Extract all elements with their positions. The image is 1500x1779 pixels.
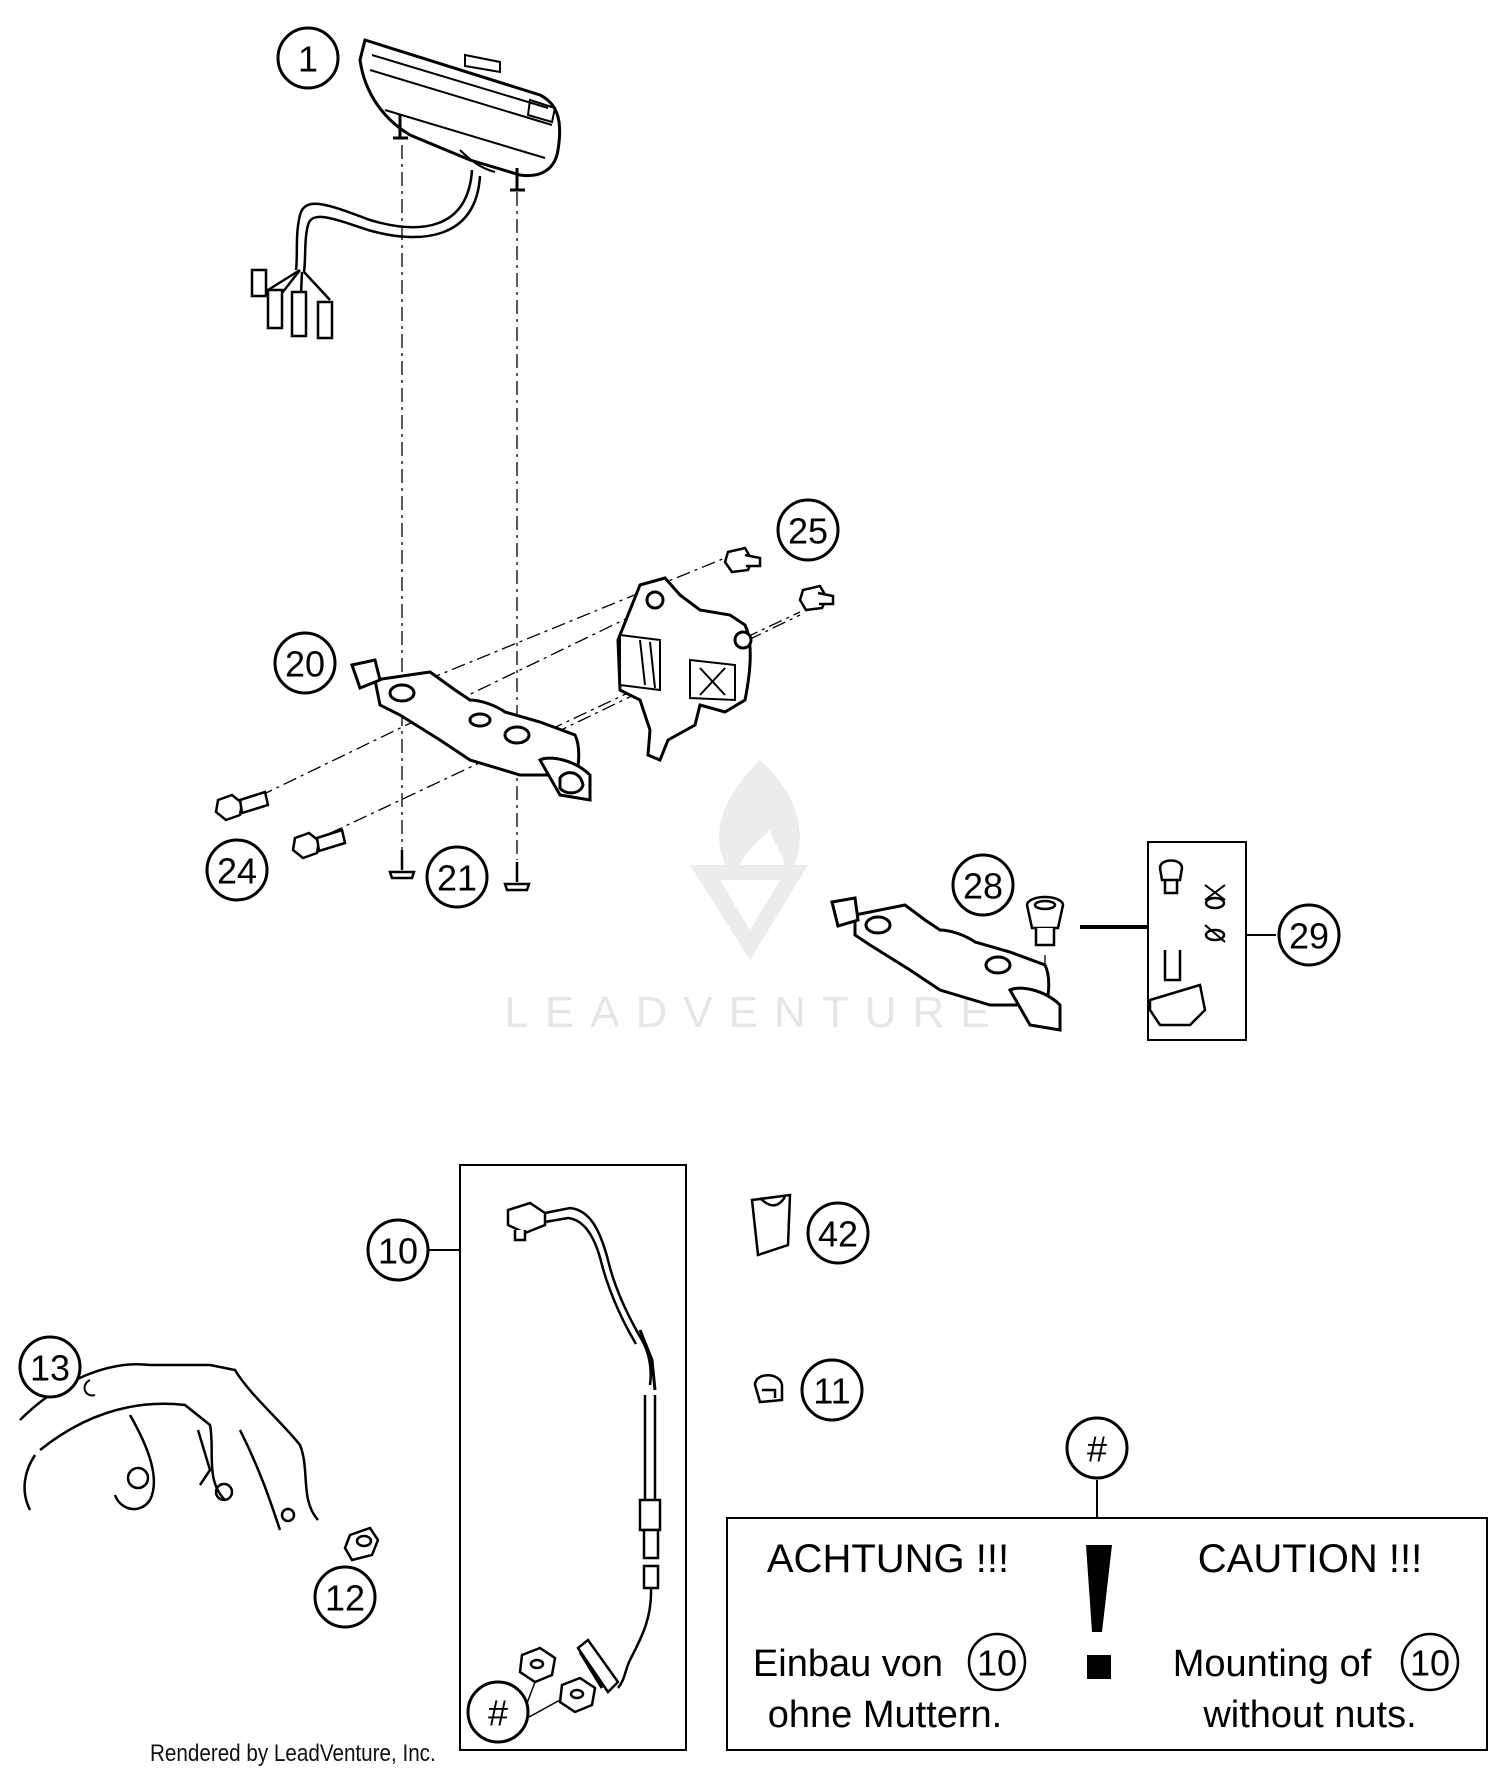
de-mounting-line2: ohne Muttern. bbox=[768, 1694, 1002, 1736]
callout-hash-note[interactable]: # bbox=[1065, 1416, 1129, 1480]
repair-kit-box bbox=[1147, 841, 1276, 1041]
instrument-cluster bbox=[358, 38, 562, 192]
callout-1-label: 1 bbox=[298, 39, 318, 80]
collar-screws bbox=[723, 546, 835, 612]
de-mounting-line1: Einbau von bbox=[753, 1643, 943, 1685]
callout-21-label: 21 bbox=[437, 858, 477, 899]
callout-hash-note-label: # bbox=[1087, 1429, 1107, 1470]
callout-29[interactable]: 29 bbox=[1277, 903, 1341, 967]
flame-logo-icon bbox=[719, 760, 800, 880]
callout-42[interactable]: 42 bbox=[806, 1201, 870, 1265]
alignment-lines bbox=[234, 145, 1046, 1018]
caution-note: ACHTUNG !!! CAUTION !!! Einbau von 10 oh… bbox=[726, 1480, 1488, 1751]
cable-clip bbox=[750, 1193, 792, 1257]
small-screws bbox=[388, 850, 531, 892]
cluster-wiring-harness bbox=[250, 169, 482, 340]
callout-hash-kit-label: # bbox=[488, 1693, 508, 1734]
cluster-holder-bracket bbox=[350, 658, 592, 802]
en-ref-circle bbox=[1400, 1632, 1460, 1692]
exclamation-icon bbox=[1086, 1545, 1112, 1632]
callout-24[interactable]: 24 bbox=[205, 838, 269, 902]
leadventure-watermark: LEADVENTURE bbox=[504, 760, 1005, 1037]
en-mounting-line1: Mounting of bbox=[1173, 1643, 1372, 1685]
callout-1[interactable]: 1 bbox=[276, 26, 340, 90]
mounting-bracket bbox=[616, 576, 753, 762]
callout-10-label: 10 bbox=[378, 1231, 418, 1272]
callout-28-label: 28 bbox=[963, 866, 1003, 907]
callout-29-label: 29 bbox=[1289, 916, 1329, 957]
rubber-grommet bbox=[1025, 895, 1065, 947]
hex-bolts bbox=[214, 790, 347, 860]
callout-28[interactable]: 28 bbox=[951, 853, 1015, 917]
small-cable-clip bbox=[753, 1374, 784, 1404]
de-ref-circle bbox=[967, 1632, 1027, 1692]
callout-21[interactable]: 21 bbox=[425, 845, 489, 909]
callout-hash-kit[interactable]: # bbox=[466, 1680, 530, 1744]
callout-42-label: 42 bbox=[818, 1214, 858, 1255]
achtung-heading: ACHTUNG !!! bbox=[767, 1537, 1009, 1581]
bracket-detail-view bbox=[830, 896, 1062, 1032]
callout-11[interactable]: 11 bbox=[800, 1358, 864, 1422]
speed-sensor-cable bbox=[506, 1201, 662, 1694]
v-logo-icon bbox=[690, 865, 808, 960]
callout-20-label: 20 bbox=[285, 644, 325, 685]
en-ref-number: 10 bbox=[1410, 1643, 1450, 1684]
callout-25[interactable]: 25 bbox=[776, 498, 840, 562]
de-ref-number: 10 bbox=[977, 1643, 1017, 1684]
exclamation-dot-icon bbox=[1087, 1655, 1111, 1679]
spacer-sleeve bbox=[343, 1526, 380, 1562]
callout-12-label: 12 bbox=[325, 1578, 365, 1619]
callout-24-label: 24 bbox=[217, 851, 257, 892]
callout-11-label: 11 bbox=[813, 1371, 850, 1412]
callout-10[interactable]: 10 bbox=[366, 1218, 430, 1282]
callout-12[interactable]: 12 bbox=[313, 1565, 377, 1629]
caution-heading: CAUTION !!! bbox=[1198, 1537, 1422, 1581]
callout-13-label: 13 bbox=[30, 1348, 70, 1389]
callout-20[interactable]: 20 bbox=[273, 631, 337, 695]
render-credit: Rendered by LeadVenture, Inc. bbox=[150, 1740, 436, 1767]
en-mounting-line2: without nuts. bbox=[1202, 1694, 1416, 1736]
callout-25-label: 25 bbox=[788, 511, 828, 552]
sensor-ring bbox=[19, 1363, 319, 1531]
hex-nuts bbox=[518, 1646, 597, 1723]
watermark-text: LEADVENTURE bbox=[504, 988, 1005, 1037]
callout-13[interactable]: 13 bbox=[18, 1335, 82, 1399]
speed-sensor-box bbox=[428, 1164, 687, 1751]
